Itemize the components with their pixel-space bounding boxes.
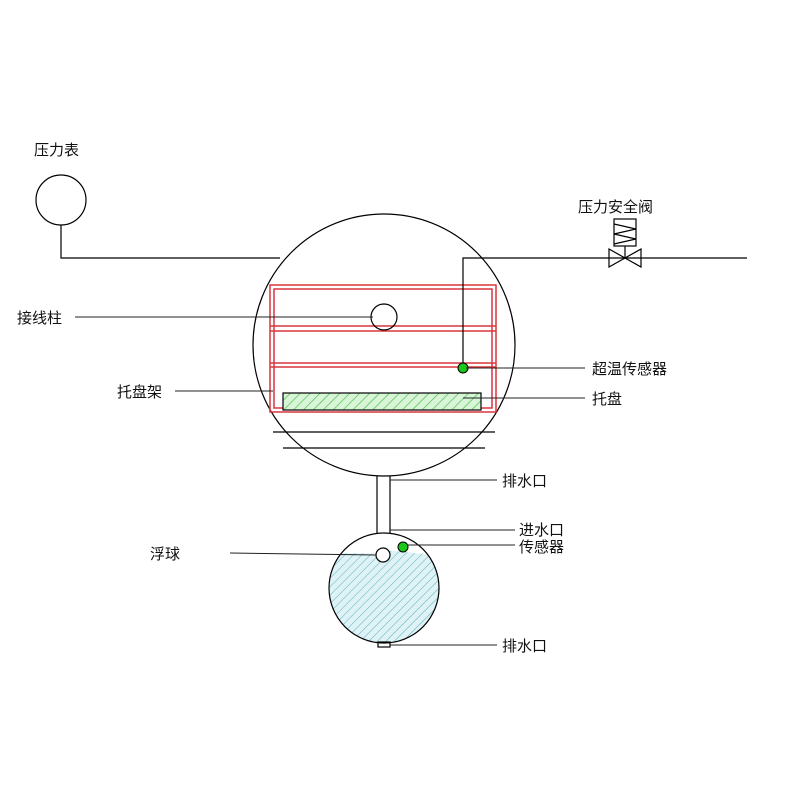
pressure-gauge-label: 压力表 — [34, 141, 79, 159]
sensor-label: 传感器 — [519, 538, 564, 556]
main-chamber — [252, 213, 516, 477]
drain-lower-label: 排水口 — [502, 637, 547, 655]
overtemp-sensor-wire — [462, 257, 500, 368]
float-ball-label: 浮球 — [150, 545, 180, 563]
terminal-post-label: 接线柱 — [17, 309, 62, 327]
safety-valve-icon — [608, 218, 642, 269]
sensor-icon — [397, 541, 409, 553]
water-inlet-label: 进水口 — [519, 521, 564, 539]
gauge-pipe — [60, 225, 280, 259]
overtemp-sensor-label: 超温传感器 — [592, 360, 667, 378]
tray-label: 托盘 — [592, 390, 622, 408]
tray — [282, 392, 482, 411]
float-ball-icon — [375, 547, 391, 563]
safety-valve-label: 压力安全阀 — [578, 198, 653, 216]
tray-rack-label: 托盘架 — [117, 383, 162, 401]
leader-float-ball — [229, 552, 377, 556]
pressure-gauge-icon — [35, 174, 87, 226]
drain-upper-label: 排水口 — [502, 472, 547, 490]
